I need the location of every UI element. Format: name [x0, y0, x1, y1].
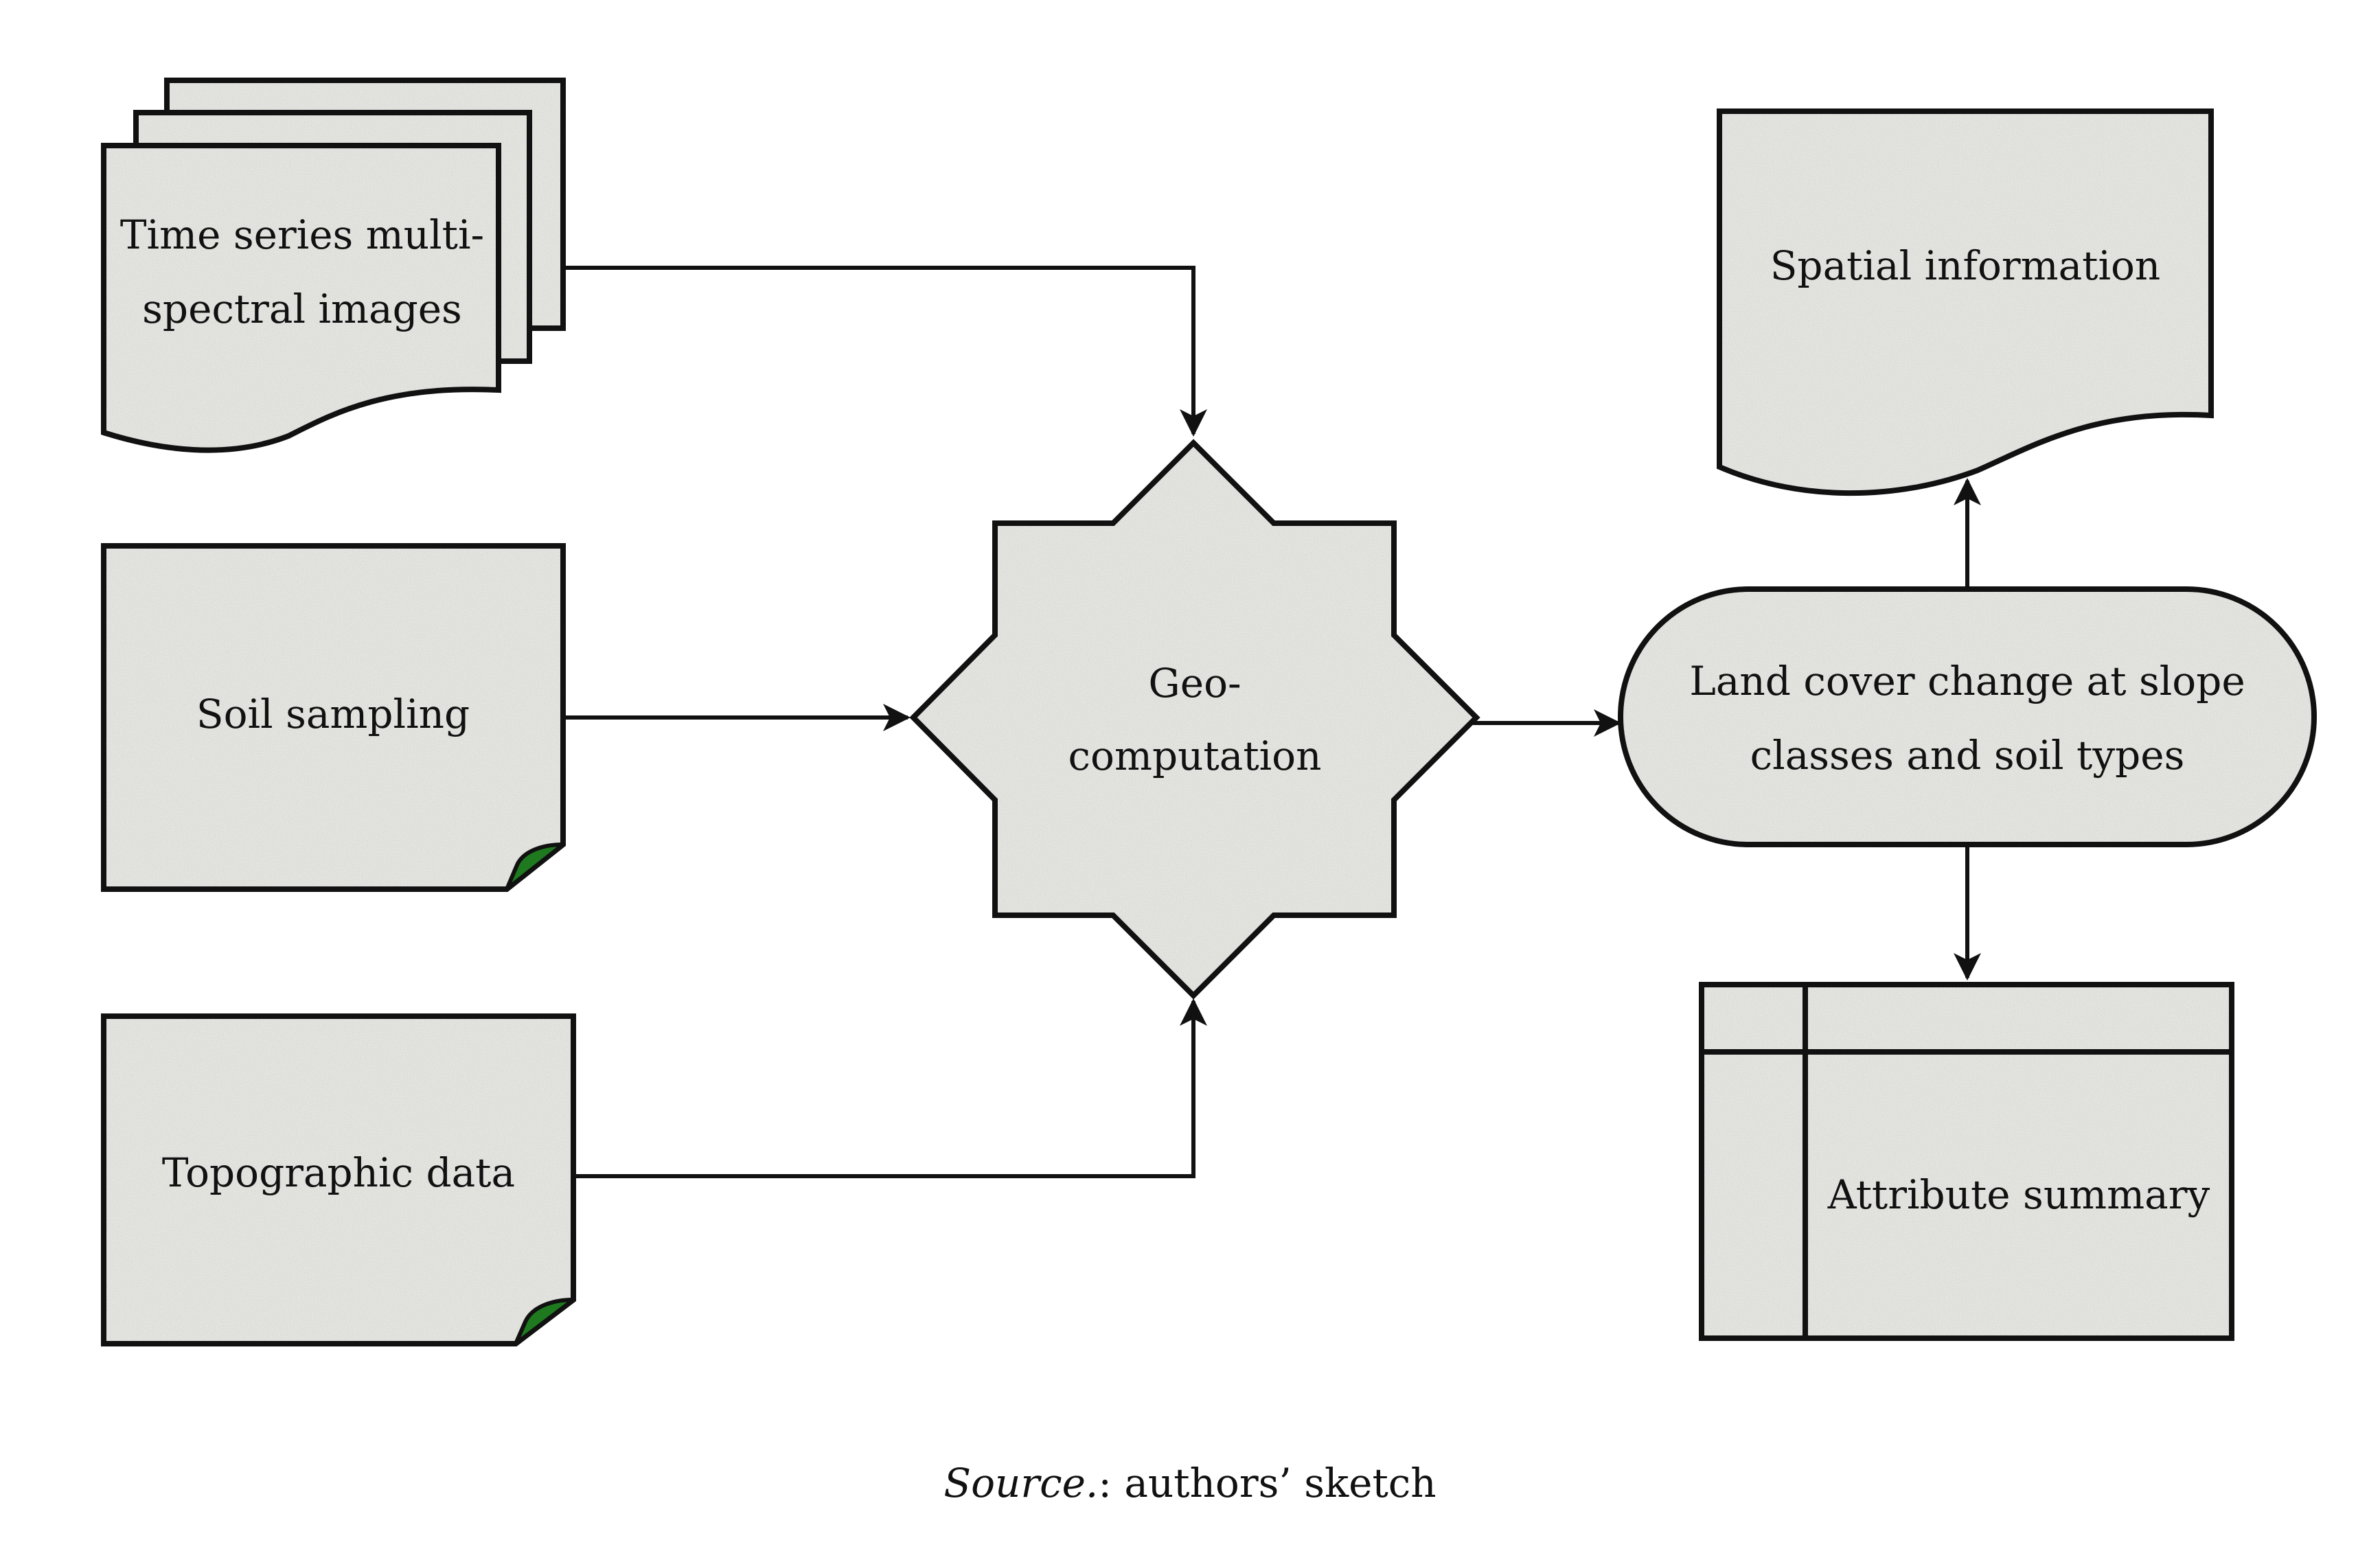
node-attribute-summary: Attribute summary — [1699, 982, 2234, 1341]
timeseries-label-line1: Time series multi- — [120, 211, 484, 258]
timeseries-label-line2: spectral images — [142, 286, 462, 332]
node-geocomputation: Geo- computation — [909, 439, 1480, 1000]
edges — [563, 266, 1981, 1178]
source-caption: Source.: authors’ sketch — [943, 1460, 1436, 1506]
node-topographic-data: Topographic data — [101, 1013, 576, 1346]
soil-sampling-label: Soil sampling — [196, 691, 470, 737]
source-caption-label: Source. — [943, 1460, 1098, 1506]
landcover-label-line2: classes and soil types — [1750, 732, 2185, 779]
source-caption-text: : authors’ sketch — [1098, 1460, 1436, 1506]
soil-sampling-fold-corner — [505, 842, 565, 891]
geocomputation-label-line2: computation — [1068, 733, 1322, 779]
geocomputation-label-line1: Geo- — [1148, 660, 1241, 707]
geocomputation-star — [909, 439, 1480, 1000]
landcover-label-line1: Land cover change at slope — [1689, 658, 2245, 704]
node-land-cover-change: Land cover change at slope classes and s… — [1618, 586, 2317, 847]
node-time-series-images: Time series multi- spectral images — [101, 78, 566, 453]
node-spatial-information: Spatial information — [1717, 108, 2214, 496]
edge-topographic-to-geocomputation — [573, 998, 1207, 1178]
topographic-label: Topographic data — [162, 1149, 515, 1196]
multidoc-front-page — [101, 143, 501, 453]
landcover-stadium — [1618, 586, 2317, 847]
spatial-info-document — [1717, 108, 2214, 496]
spatial-info-label: Spatial information — [1770, 242, 2161, 289]
node-soil-sampling: Soil sampling — [101, 543, 566, 892]
attribute-summary-label: Attribute summary — [1827, 1171, 2210, 1218]
topographic-fold-corner — [514, 1298, 575, 1346]
edge-timeseries-to-geocomputation — [563, 266, 1207, 437]
attribute-summary-box — [1699, 982, 2234, 1341]
